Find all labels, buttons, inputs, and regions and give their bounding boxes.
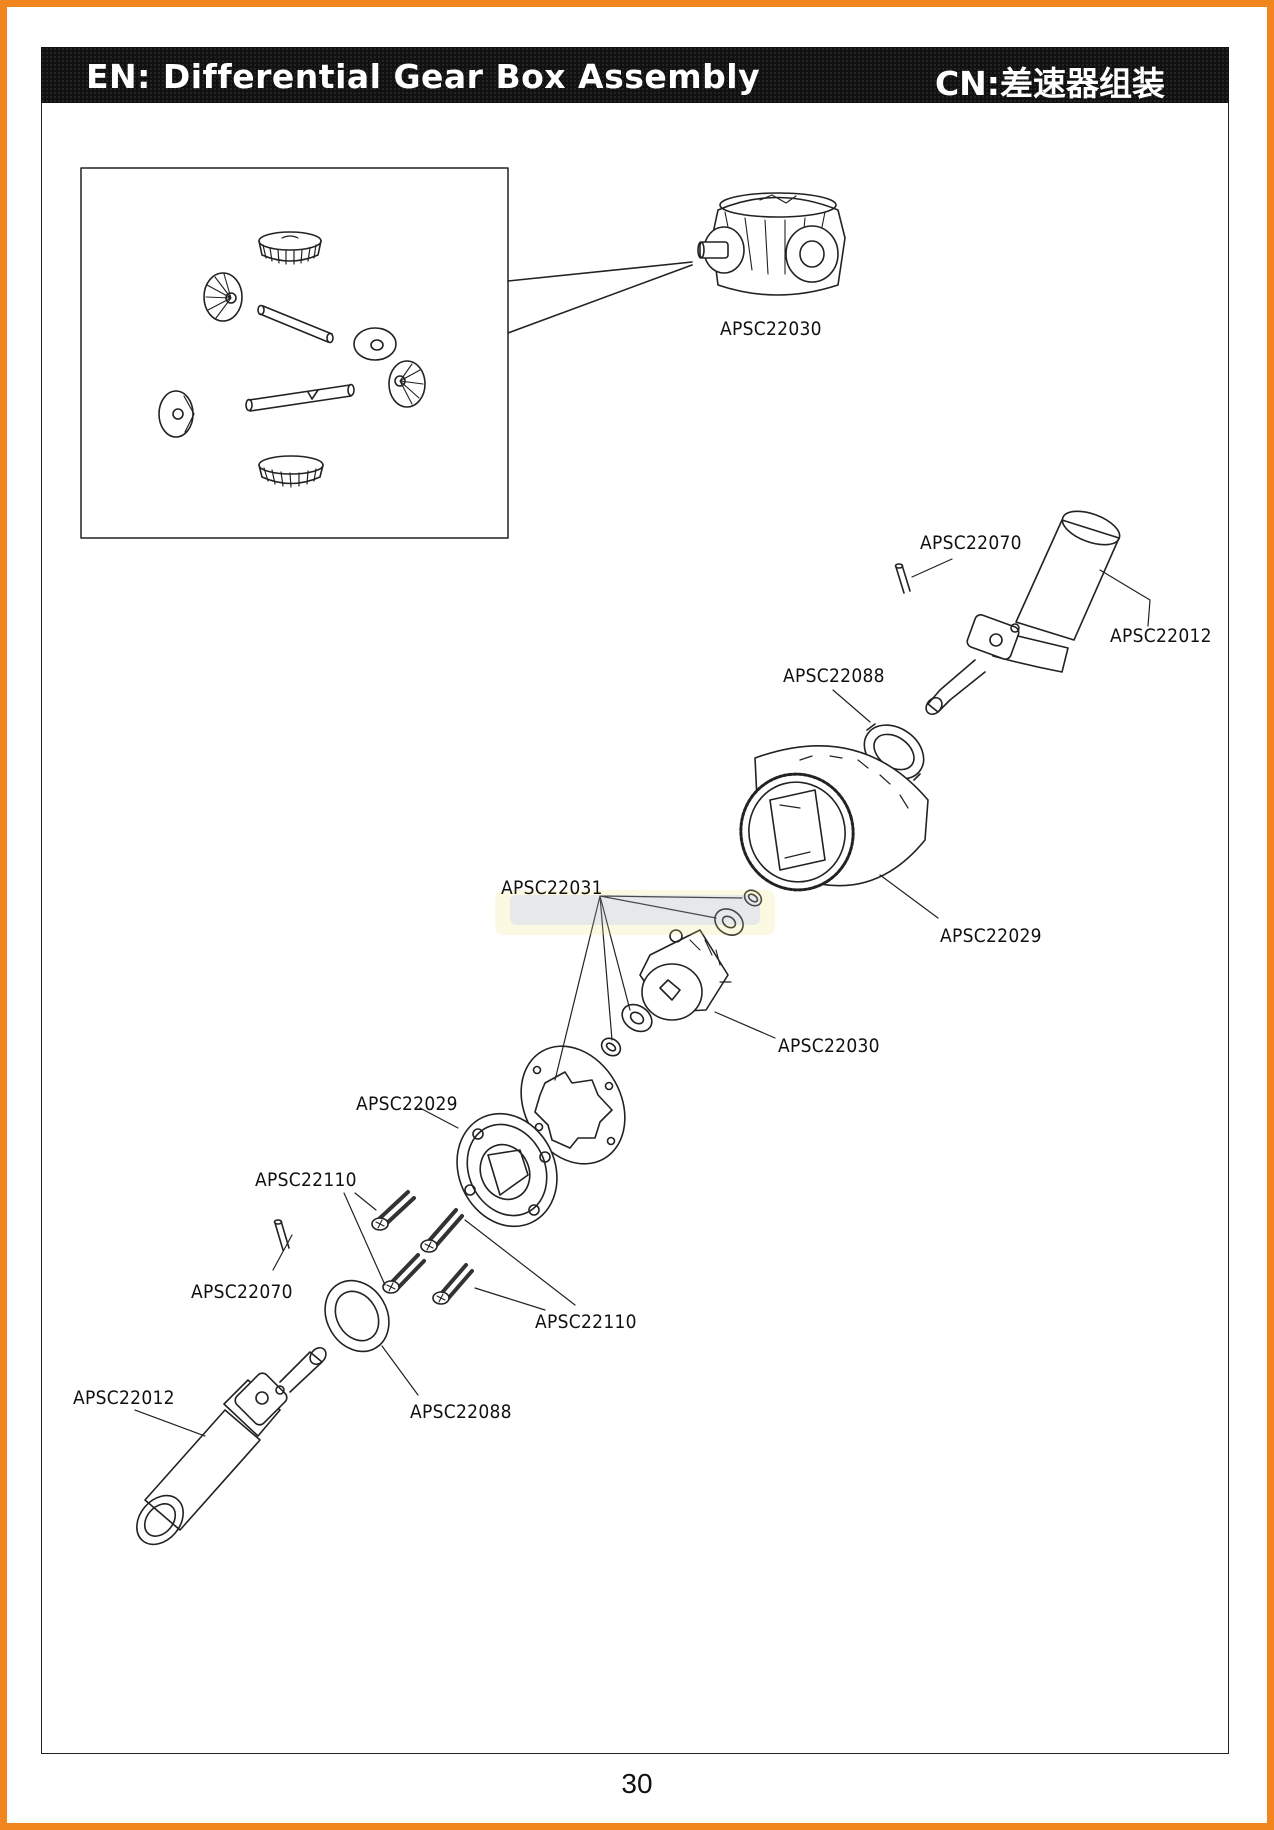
shim-washer-icon <box>554 889 763 1081</box>
label-apsc22088-bottom: APSC22088 <box>410 1401 512 1423</box>
label-apsc22012-bottom: APSC22012 <box>73 1387 175 1409</box>
label-apsc22030-mid: APSC22030 <box>778 1035 880 1057</box>
bearing-icon <box>324 1279 419 1396</box>
label-apsc22029-left: APSC22029 <box>356 1093 458 1115</box>
bevel-gear-icon <box>258 231 322 265</box>
label-apsc22110-right: APSC22110 <box>535 1311 637 1333</box>
pinion-gear-icon <box>388 360 426 408</box>
cross-shaft-long-icon <box>245 383 355 412</box>
label-apsc22029-right: APSC22029 <box>940 925 1042 947</box>
screw-icon <box>343 1190 576 1311</box>
inset-exploded-box <box>80 167 693 539</box>
label-apsc22031: APSC22031 <box>501 877 603 899</box>
diagram-frame <box>41 103 1229 1754</box>
page-number: 30 <box>621 1768 653 1799</box>
pinion-gear-icon <box>158 390 195 438</box>
title-english: EN: Differential Gear Box Assembly <box>86 57 761 96</box>
label-apsc22070-bottom: APSC22070 <box>191 1281 293 1303</box>
label-apsc22070-top: APSC22070 <box>920 532 1022 554</box>
label-apsc22110-left: APSC22110 <box>255 1169 357 1191</box>
cross-shaft-short-icon <box>257 304 334 344</box>
drive-cup-shaft-icon <box>925 510 1151 716</box>
label-apsc22088-top: APSC22088 <box>783 665 885 687</box>
pin-icon <box>894 558 953 594</box>
label-apsc22012-top: APSC22012 <box>1110 625 1212 647</box>
diff-gear-set-icon <box>639 929 776 1039</box>
washer-icon <box>353 327 397 361</box>
label-apsc22030-inset: APSC22030 <box>720 318 822 340</box>
pin-icon <box>272 1219 293 1271</box>
watermark-logo <box>495 890 775 935</box>
section-header: EN: Differential Gear Box Assembly CN:差速… <box>41 47 1229 103</box>
pinion-gear-icon <box>203 272 243 322</box>
diff-case-half-icon <box>419 1107 558 1228</box>
title-chinese: CN:差速器组装 <box>934 64 1165 103</box>
drive-cup-shaft-icon <box>134 1346 327 1546</box>
bevel-gear-icon <box>258 455 324 488</box>
diff-gear-set-assembled-icon <box>697 192 846 296</box>
spur-gear-icon <box>739 744 939 919</box>
